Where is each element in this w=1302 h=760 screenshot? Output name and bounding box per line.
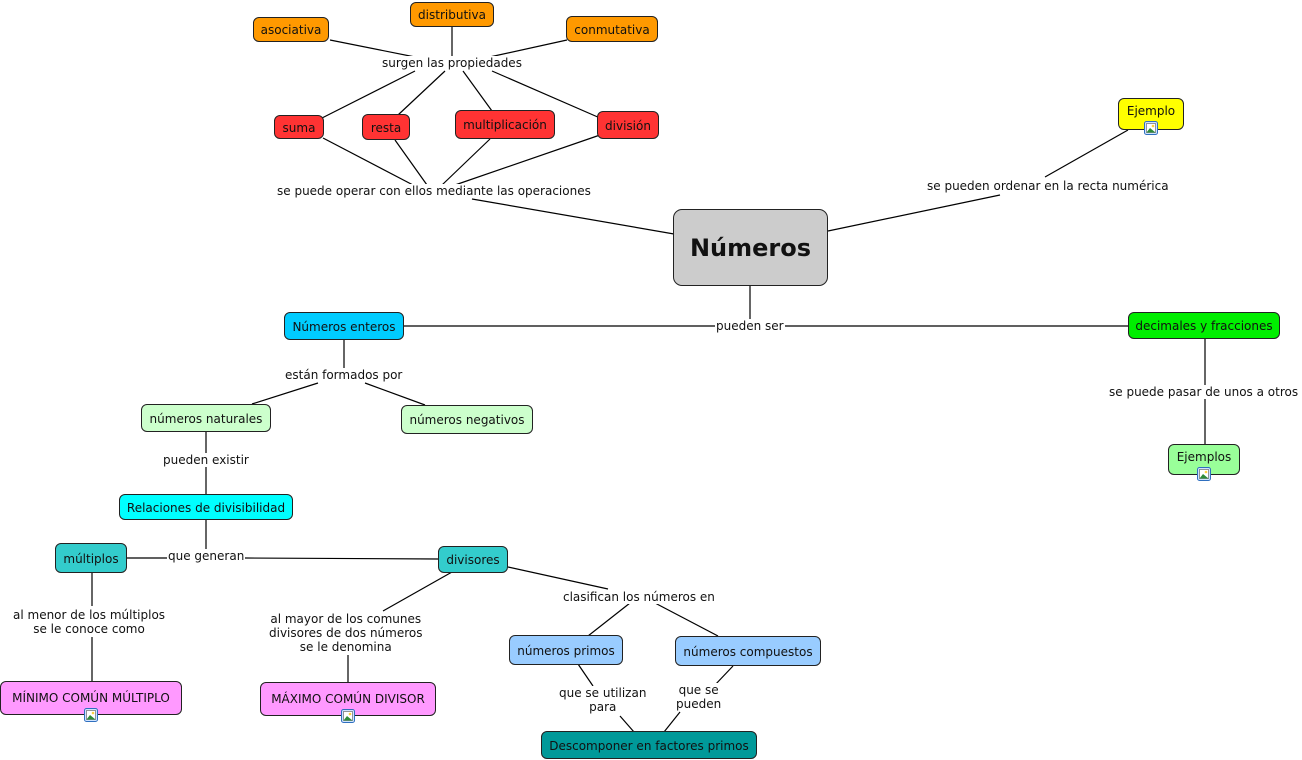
image-icon[interactable] (1144, 121, 1158, 135)
image-icon[interactable] (341, 709, 355, 723)
link-line (484, 39, 568, 59)
link-line (827, 194, 1001, 232)
link-line (441, 138, 491, 186)
concept-numeros-primos[interactable]: números primos (509, 635, 623, 665)
link-pueden-ser[interactable]: pueden ser (715, 319, 785, 333)
link-line (1044, 129, 1129, 178)
link-mayor-comunes[interactable]: al mayor de los comunes divisores de dos… (268, 612, 424, 654)
link-formados-por[interactable]: están formados por (284, 368, 404, 382)
image-icon[interactable] (84, 708, 98, 722)
link-line (321, 70, 416, 119)
concept-mcm-label: MÍNIMO COMÚN MÚLTIPLO (12, 691, 170, 705)
link-text-line: para (589, 700, 617, 714)
concept-conmutativa[interactable]: conmutativa (566, 16, 658, 42)
link-text-line: pueden (676, 697, 722, 711)
link-text-line: se le denomina (299, 640, 392, 654)
concept-mcd[interactable]: MÁXIMO COMÚN DIVISOR (260, 682, 436, 723)
link-que-generan[interactable]: que generan (167, 549, 246, 563)
link-line (619, 715, 635, 733)
link-line (329, 39, 421, 59)
link-line (663, 711, 681, 733)
concept-mcd-label: MÁXIMO COMÚN DIVISOR (271, 692, 425, 706)
concept-numeros-compuestos[interactable]: números compuestos (675, 636, 821, 666)
link-line (322, 137, 414, 186)
concept-numeros-naturales[interactable]: números naturales (141, 404, 271, 432)
concept-division[interactable]: división (597, 111, 659, 139)
concept-mcm[interactable]: MÍNIMO COMÚN MÚLTIPLO (0, 681, 182, 722)
link-line (454, 134, 601, 186)
link-line (713, 665, 734, 687)
concept-descomponer[interactable]: Descomponer en factores primos (541, 731, 757, 759)
link-pasar-unos-otros[interactable]: se puede pasar de unos a otros (1108, 385, 1300, 399)
concept-ejemplo[interactable]: Ejemplo (1118, 98, 1184, 135)
concept-distributiva[interactable]: distributiva (410, 2, 494, 27)
link-line (397, 70, 446, 116)
concept-multiplos[interactable]: múltiplos (55, 543, 127, 573)
link-line (491, 70, 601, 119)
link-text-line: que se utilizan (559, 686, 647, 700)
link-pueden-existir[interactable]: pueden existir (162, 453, 250, 467)
concept-numeros-enteros[interactable]: Números enteros (284, 312, 404, 340)
link-line (251, 382, 319, 405)
link-line (577, 663, 594, 687)
link-line (471, 198, 675, 235)
concept-suma[interactable]: suma (274, 115, 324, 139)
link-line (462, 70, 493, 112)
link-line (394, 139, 428, 186)
concept-ejemplos-label: Ejemplos (1176, 450, 1232, 464)
image-icon[interactable] (1197, 467, 1211, 481)
concept-ejemplo-label: Ejemplo (1126, 104, 1176, 118)
concept-multiplicacion[interactable]: multiplicación (455, 110, 555, 139)
link-line (382, 571, 453, 612)
concept-decimales-fracciones[interactable]: decimales y fracciones (1128, 312, 1280, 339)
link-clasifican[interactable]: clasifican los números en (562, 590, 716, 604)
link-se-pueden[interactable]: que se pueden (675, 683, 723, 711)
link-line (654, 602, 719, 637)
link-text-line: se le conoce como (33, 622, 145, 636)
concept-relaciones-divisibilidad[interactable]: Relaciones de divisibilidad (119, 494, 293, 520)
concept-numeros-negativos[interactable]: números negativos (401, 405, 533, 434)
link-text-line: que se (678, 683, 719, 697)
concept-resta[interactable]: resta (362, 114, 410, 140)
link-text-line: al mayor de los comunes (270, 612, 422, 626)
link-operar[interactable]: se puede operar con ellos mediante las o… (276, 184, 592, 198)
link-line (244, 557, 439, 560)
link-line (364, 382, 426, 406)
link-ordenar-recta[interactable]: se pueden ordenar en la recta numérica (926, 179, 1170, 193)
main-concept-numeros[interactable]: Números (673, 209, 828, 286)
link-line (507, 566, 609, 590)
link-menor-multiplos[interactable]: al menor de los múltiplos se le conoce c… (12, 608, 167, 636)
concept-asociativa[interactable]: asociativa (253, 17, 329, 42)
link-utilizan-para[interactable]: que se utilizan para (558, 686, 648, 714)
link-surgen-propiedades[interactable]: surgen las propiedades (381, 56, 523, 70)
concept-divisores[interactable]: divisores (438, 546, 508, 573)
link-text-line: divisores de dos números (269, 626, 423, 640)
link-text-line: al menor de los múltiplos (13, 608, 166, 622)
concept-ejemplos[interactable]: Ejemplos (1168, 444, 1240, 481)
link-line (587, 602, 631, 637)
